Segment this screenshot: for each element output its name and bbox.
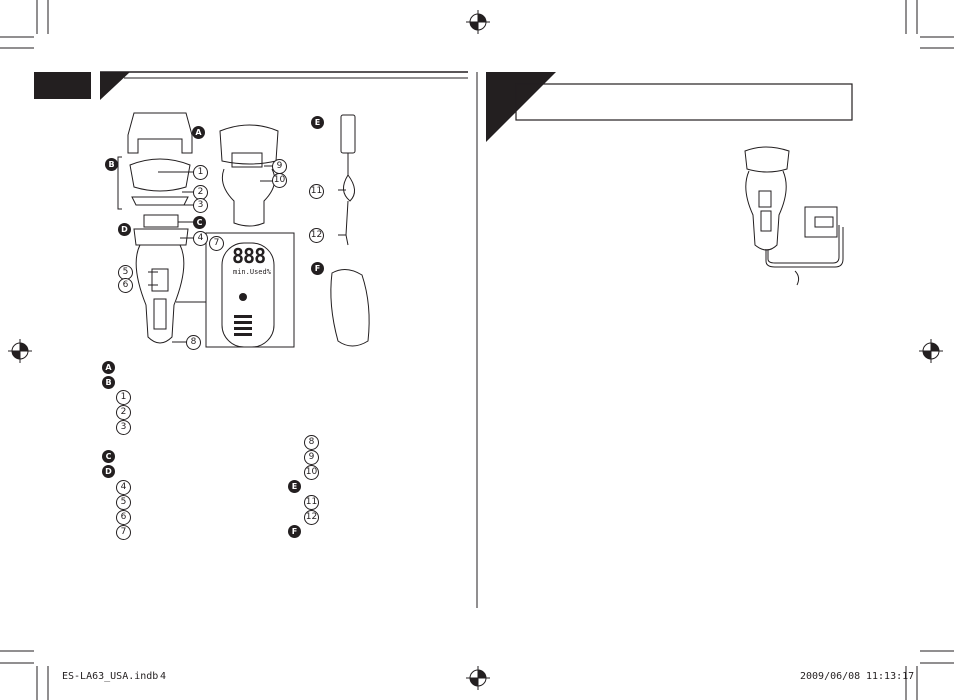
section-header-bar [100,71,468,100]
callout-12: 12 [309,228,324,243]
callout-e: E [311,116,324,129]
callout-9: 9 [272,159,287,174]
legend-2: 2 [116,405,131,420]
display-units: min.Used% [233,268,271,276]
callout-a: A [192,126,205,139]
legend-f: F [288,525,301,538]
legend-11: 11 [304,495,319,510]
callout-4: 4 [193,231,208,246]
legend-9: 9 [304,450,319,465]
callout-8: 8 [186,335,201,350]
legend-12: 12 [304,510,319,525]
footer-date: 2009/06/08 [800,671,861,682]
registration-mark-icon [919,339,943,363]
callout-f: F [311,262,324,275]
legend-b: B [102,376,115,389]
legend-5: 5 [116,495,131,510]
registration-mark-icon [8,339,32,363]
registration-mark-icon [466,666,490,690]
callout-10: 10 [272,173,287,188]
legend-1: 1 [116,390,131,405]
legend-7: 7 [116,525,131,540]
callout-11: 11 [309,184,324,199]
charging-illustration [744,146,844,286]
legend-3: 3 [116,420,131,435]
callout-7: 7 [209,236,224,251]
callout-b: B [105,158,118,171]
callout-6: 6 [118,278,133,293]
legend-10: 10 [304,465,319,480]
section-header-box [486,72,853,142]
footer-page-number: 4 [160,671,167,682]
legend-a: A [102,361,115,374]
callout-d: D [118,223,131,236]
footer-file-name: ES-LA63_USA.indb [62,671,159,682]
parts-diagram [117,112,370,348]
footer-time: 11:13:17 [866,671,915,682]
callout-c: C [193,216,206,229]
legend-e: E [288,480,301,493]
legend-8: 8 [304,435,319,450]
legend-4: 4 [116,480,131,495]
legend-d: D [102,465,115,478]
registration-mark-icon [466,10,490,34]
display-digits: 888 [232,244,266,268]
language-tab [34,72,91,99]
callout-3: 3 [193,198,208,213]
legend-6: 6 [116,510,131,525]
callout-1: 1 [193,165,208,180]
legend-c: C [102,450,115,463]
